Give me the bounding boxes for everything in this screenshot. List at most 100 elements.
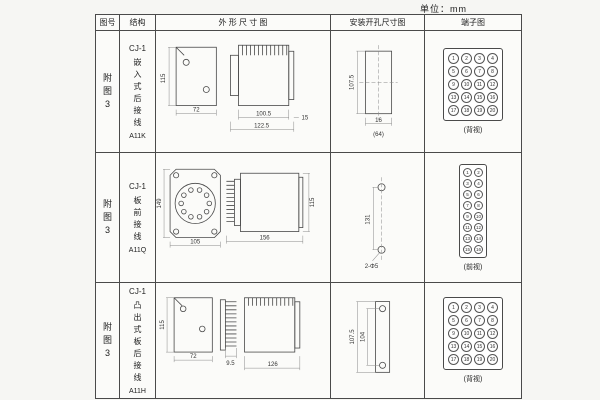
dim-front-height: 115 bbox=[161, 73, 167, 83]
fig-label: 附图3 bbox=[102, 321, 112, 359]
terminal-10: 10 bbox=[461, 79, 472, 90]
terminal-18: 18 bbox=[461, 105, 472, 116]
dimension-table: 图号 结构 外 形 尺 寸 图 安装开孔尺寸图 端子图 附图3 CJ-1 嵌入式… bbox=[95, 14, 522, 399]
mounting-plate bbox=[375, 301, 391, 373]
model-label: A11Q bbox=[128, 246, 147, 254]
structure-row3: CJ-1 凸出式板后接线 A11H bbox=[120, 283, 156, 398]
fig-label: 附图3 bbox=[102, 198, 112, 236]
mounting-cell-row2: 131 2-Φ5 bbox=[331, 153, 425, 283]
outline-cell-row1: 115 72 100.5 122.5 15 bbox=[156, 31, 331, 153]
mounting-cell-row3: 104 107.5 bbox=[331, 283, 425, 398]
terminal-11: 11 bbox=[474, 328, 485, 339]
relay-front-view bbox=[175, 46, 217, 106]
terminal-6: 6 bbox=[474, 189, 483, 199]
terminal-16: 16 bbox=[487, 92, 498, 103]
terminal-14: 14 bbox=[461, 92, 472, 103]
dim-side-height: 115 bbox=[310, 197, 316, 207]
dim-pin-depth: 9.5 bbox=[226, 361, 235, 367]
dim-overall-height: 107.5 bbox=[350, 329, 356, 345]
terminal-5: 5 bbox=[448, 66, 459, 77]
structure-label: 板前接线 bbox=[133, 195, 142, 241]
terminal-8: 8 bbox=[487, 315, 498, 326]
outline-drawing-a11q: 149 105 156 115 bbox=[157, 168, 316, 248]
dim-hole-spacing: 104 bbox=[360, 331, 366, 342]
dim-total-depth: 122.5 bbox=[254, 124, 270, 130]
header-outline: 外 形 尺 寸 图 bbox=[156, 15, 331, 31]
terminal-12: 12 bbox=[487, 79, 498, 90]
terminal-19: 19 bbox=[474, 105, 485, 116]
terminal-2: 2 bbox=[474, 167, 483, 177]
terminal-11: 11 bbox=[474, 79, 485, 90]
relay-side-view bbox=[226, 172, 304, 232]
relay-side-view bbox=[230, 44, 295, 106]
terminal-7: 7 bbox=[474, 66, 485, 77]
header-fig: 图号 bbox=[96, 15, 120, 31]
header-structure: 结构 bbox=[120, 15, 156, 31]
mounting-cell-row1: 107.5 16 (64) bbox=[331, 31, 425, 153]
dim-flange: 15 bbox=[302, 116, 309, 122]
model-label: A11H bbox=[129, 387, 146, 395]
series-label: CJ-1 bbox=[129, 286, 146, 296]
terminal-4: 4 bbox=[487, 53, 498, 64]
dim-hole-spacing: 131 bbox=[365, 214, 371, 225]
terminal-caption: (前视) bbox=[463, 263, 483, 271]
structure-row2: CJ-1 板前接线 A11Q bbox=[120, 153, 156, 283]
mounting-drawing-a11h: 104 107.5 bbox=[350, 301, 391, 373]
terminal-17: 17 bbox=[448, 105, 459, 116]
terminal-4: 4 bbox=[487, 302, 498, 313]
terminal-10: 10 bbox=[461, 328, 472, 339]
relay-front-view bbox=[173, 297, 213, 353]
terminal-1: 1 bbox=[448, 302, 459, 313]
terminal-20: 20 bbox=[487, 105, 498, 116]
terminal-8: 8 bbox=[487, 66, 498, 77]
mounting-drawing-a11q: 131 2-Φ5 bbox=[365, 177, 386, 270]
fig-label: 附图3 bbox=[102, 72, 112, 110]
relay-front-view bbox=[169, 168, 221, 239]
terminal-14: 14 bbox=[461, 341, 472, 352]
terminal-1: 1 bbox=[463, 167, 472, 177]
terminal-11: 11 bbox=[463, 222, 472, 232]
outline-drawing-a11k: 115 72 100.5 122.5 15 bbox=[161, 44, 309, 132]
fig-number-row2: 附图3 bbox=[96, 153, 120, 283]
unit-label: 单位：mm bbox=[420, 4, 467, 14]
terminal-6: 6 bbox=[461, 315, 472, 326]
terminal-6: 6 bbox=[461, 66, 472, 77]
dimension-lines bbox=[356, 45, 398, 126]
terminal-8: 8 bbox=[474, 200, 483, 210]
terminal-16: 16 bbox=[487, 341, 498, 352]
terminal-13: 13 bbox=[463, 233, 472, 243]
terminal-16: 16 bbox=[474, 244, 483, 254]
terminal-3: 3 bbox=[463, 178, 472, 188]
dim-cutout-height: 107.5 bbox=[349, 74, 355, 90]
terminal-3: 3 bbox=[474, 302, 485, 313]
terminal-9: 9 bbox=[448, 79, 459, 90]
dim-front-height: 149 bbox=[157, 198, 163, 209]
terminal-13: 13 bbox=[448, 341, 459, 352]
dim-front-width: 72 bbox=[190, 354, 197, 360]
dim-front-width: 72 bbox=[193, 108, 200, 114]
terminal-15: 15 bbox=[474, 341, 485, 352]
relay-side-view bbox=[244, 297, 301, 353]
dim-spacing-note: (64) bbox=[373, 132, 384, 138]
terminal-pin-comb bbox=[219, 299, 237, 351]
terminal-caption: (背视) bbox=[463, 376, 483, 383]
outline-cell-row3: 115 72 9.5 126 bbox=[156, 283, 331, 398]
terminal-2: 2 bbox=[461, 53, 472, 64]
fig-number-row1: 附图3 bbox=[96, 31, 120, 153]
terminal-9: 9 bbox=[463, 211, 472, 221]
terminal-2: 2 bbox=[461, 302, 472, 313]
terminal-3: 3 bbox=[474, 53, 485, 64]
dimension-lines bbox=[166, 297, 301, 371]
header-mounting: 安装开孔尺寸图 bbox=[331, 15, 425, 31]
terminal-12: 12 bbox=[487, 328, 498, 339]
terminal-17: 17 bbox=[448, 354, 459, 365]
terminal-5: 5 bbox=[448, 315, 459, 326]
mounting-holes bbox=[377, 183, 386, 254]
dimension-lines bbox=[356, 301, 380, 373]
outline-cell-row2: 149 105 156 115 bbox=[156, 153, 331, 283]
dim-body-depth: 100.5 bbox=[256, 112, 272, 118]
